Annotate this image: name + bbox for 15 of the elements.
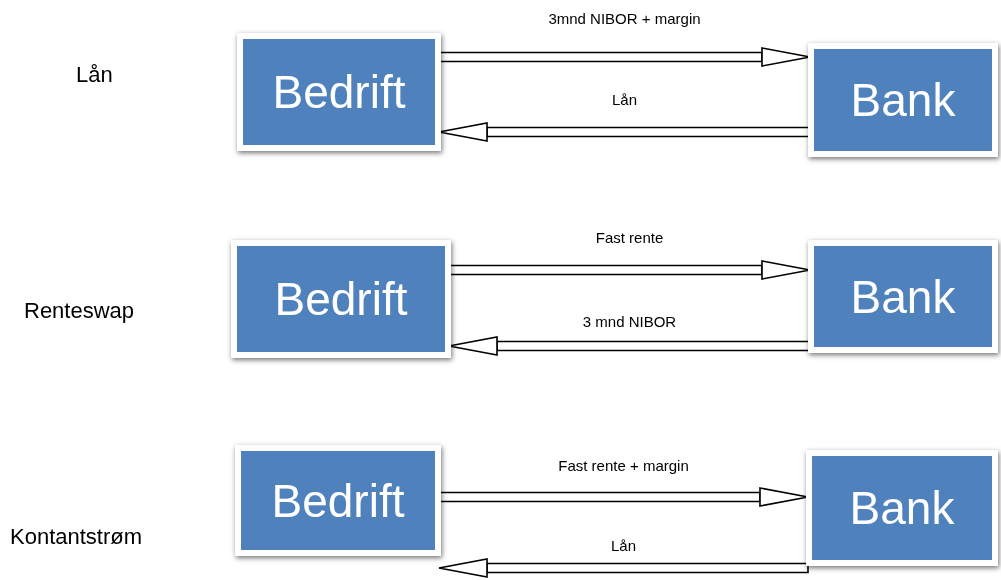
block-arrow — [438, 122, 811, 142]
row-label: Renteswap — [24, 298, 135, 324]
entity-name: Bedrift — [271, 473, 405, 528]
row-label: Lån — [76, 62, 113, 88]
entity-name: Bank — [850, 73, 956, 127]
block-arrow — [448, 336, 811, 356]
block-arrow — [448, 260, 811, 280]
entity-name: Bank — [849, 481, 955, 535]
entity-name: Bank — [850, 269, 956, 324]
entity-name: Bedrift — [272, 65, 406, 119]
block-arrow — [438, 487, 809, 507]
block-arrow — [438, 47, 811, 67]
row-label: Kontantstrøm — [10, 524, 143, 550]
entity-name: Bedrift — [274, 272, 408, 326]
block-arrow — [438, 558, 809, 578]
